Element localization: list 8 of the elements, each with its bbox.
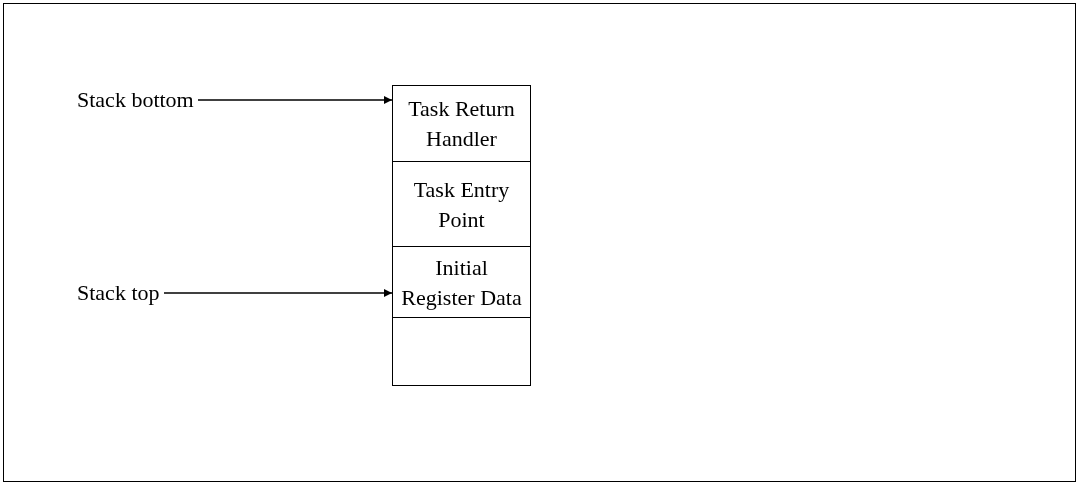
arrow bbox=[197, 96, 393, 104]
empty-stack-cell bbox=[392, 317, 531, 386]
arrow bbox=[163, 289, 393, 297]
pointer-label: Stack bottom bbox=[77, 86, 194, 114]
stack-cell: Task Return Handler bbox=[392, 85, 531, 163]
stack-cell: Initial Register Data bbox=[392, 246, 531, 319]
stack-cell: Task Entry Point bbox=[392, 161, 531, 248]
pointer-label: Stack top bbox=[77, 279, 160, 307]
